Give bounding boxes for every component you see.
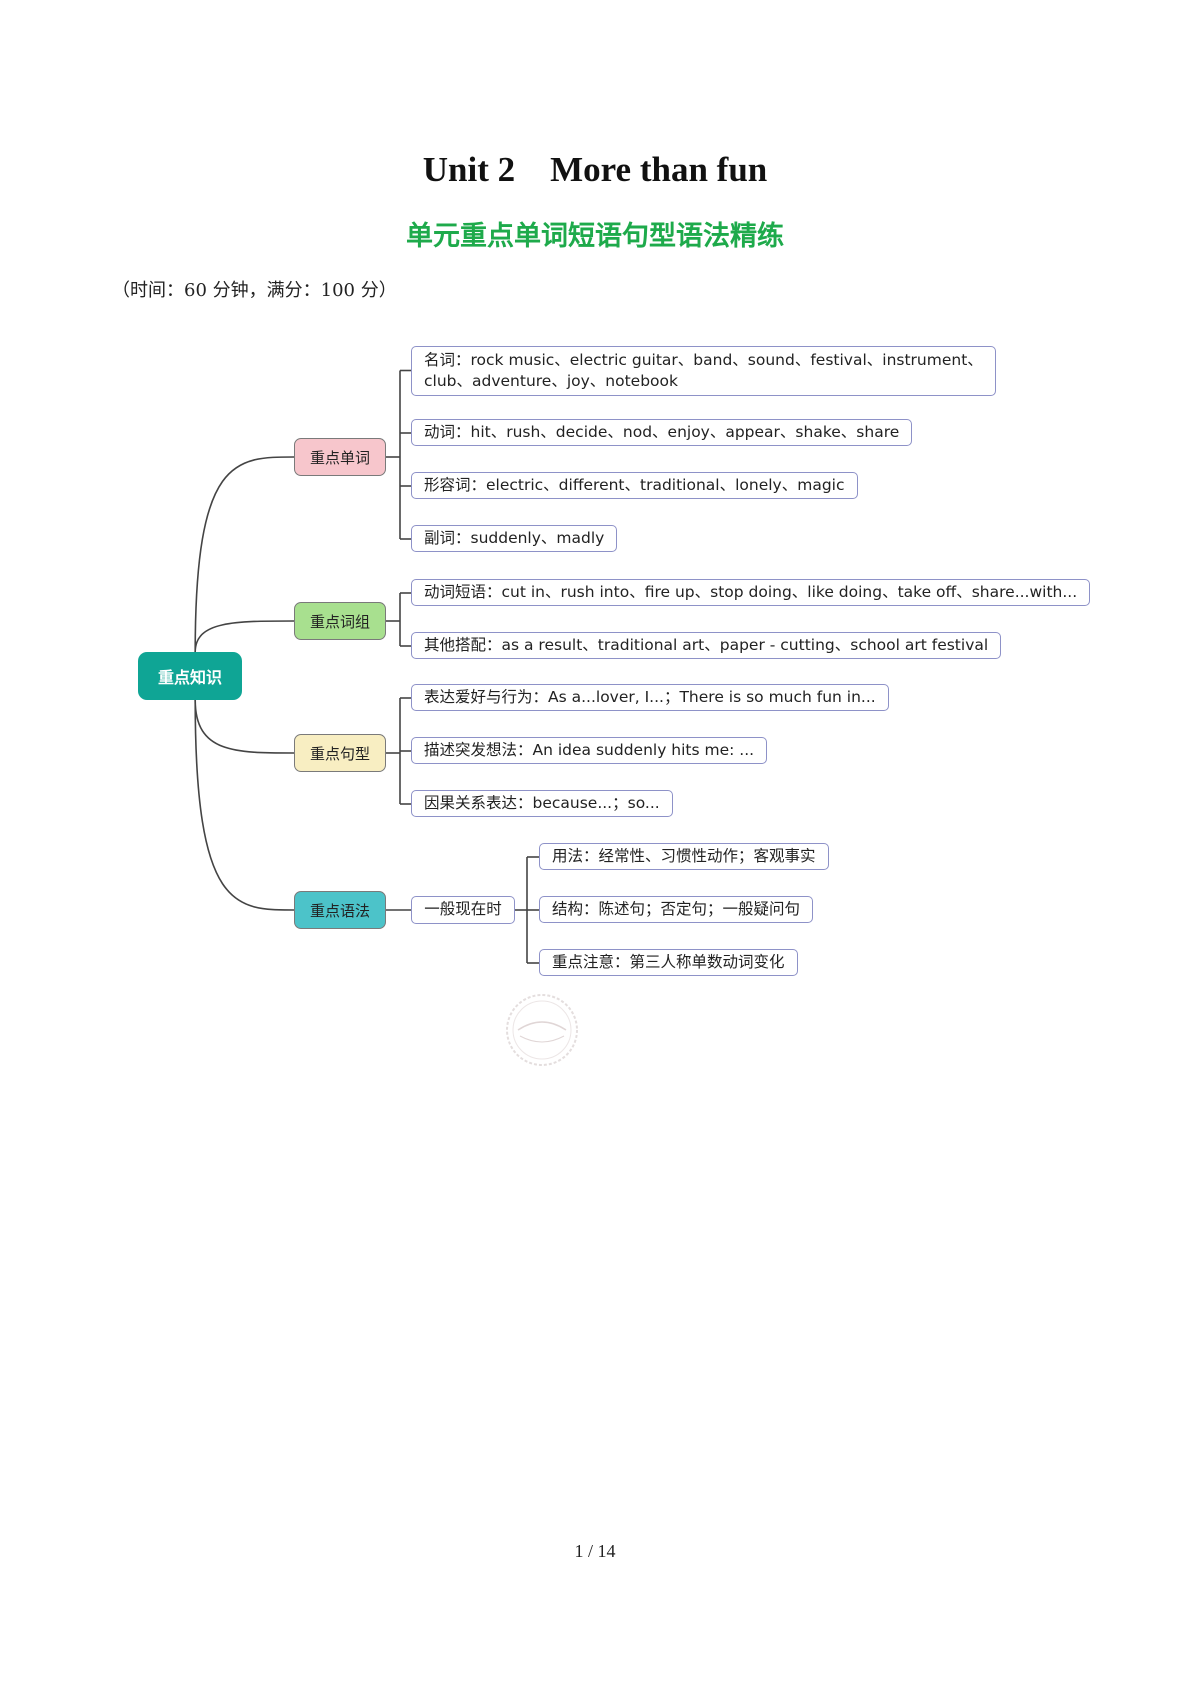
leaf-node: 副词：suddenly、madly (411, 525, 618, 552)
leaf-node: 结构：陈述句；否定句；一般疑问句 (539, 896, 814, 923)
leaf-text: 动词：hit、rush、decide、nod、enjoy、appear、shak… (424, 423, 900, 441)
leaf-node: 其他搭配：as a result、traditional art、paper -… (411, 632, 1002, 659)
mind-map-root: 重点知识 (138, 652, 242, 700)
subtopic-node: 一般现在时 (411, 896, 515, 924)
leaf-text: 动词短语：cut in、rush into、fire up、stop doing… (424, 583, 1078, 601)
leaf-text: 结构：陈述句；否定句；一般疑问句 (552, 900, 801, 918)
leaf-node: 名词：rock music、electric guitar、band、sound… (411, 346, 996, 396)
leaf-text: 其他搭配：as a result、traditional art、paper -… (424, 636, 989, 654)
category-node: 重点词组 (294, 602, 386, 640)
leaf-text: 因果关系表达：because...；so... (424, 794, 660, 812)
leaf-node: 用法：经常性、习惯性动作；客观事实 (539, 843, 829, 870)
category-node: 重点单词 (294, 438, 386, 476)
leaf-text: 名词：rock music、electric guitar、band、sound… (424, 351, 983, 369)
leaf-text: 表达爱好与行为：As a...lover, I...；There is so m… (424, 688, 876, 706)
leaf-node: 表达爱好与行为：As a...lover, I...；There is so m… (411, 684, 889, 711)
leaf-node: 动词：hit、rush、decide、nod、enjoy、appear、shak… (411, 419, 913, 446)
page-number: 1 / 14 (574, 1541, 616, 1561)
leaf-text: 重点注意：第三人称单数动词变化 (552, 953, 785, 971)
document-title: Unit 2 More than fun (422, 150, 768, 189)
document-subtitle: 单元重点单词短语句型语法精练 (406, 221, 784, 252)
leaf-text: 描述突发想法：An idea suddenly hits me: ... (424, 741, 755, 759)
leaf-node: 描述突发想法：An idea suddenly hits me: ... (411, 737, 768, 764)
category-node: 重点语法 (294, 891, 386, 929)
leaf-node: 因果关系表达：because...；so... (411, 790, 673, 817)
category-node: 重点句型 (294, 734, 386, 772)
watermark-seal (506, 994, 578, 1066)
leaf-text: 形容词：electric、different、traditional、lonel… (424, 476, 845, 494)
time-info: （时间：60 分钟，满分：100 分） (112, 280, 397, 301)
leaf-text: 用法：经常性、习惯性动作；客观事实 (552, 847, 816, 865)
leaf-text: 副词：suddenly、madly (424, 529, 605, 547)
leaf-text: club、adventure、joy、notebook (424, 372, 678, 390)
leaf-node: 重点注意：第三人称单数动词变化 (539, 949, 798, 976)
leaf-node: 形容词：electric、different、traditional、lonel… (411, 472, 858, 499)
leaf-node: 动词短语：cut in、rush into、fire up、stop doing… (411, 579, 1091, 606)
